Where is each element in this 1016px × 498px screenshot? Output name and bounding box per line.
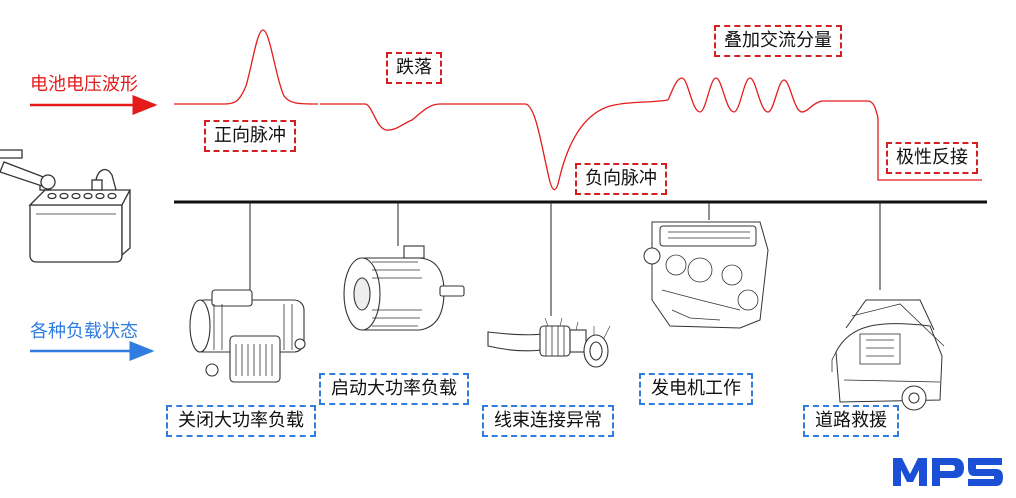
load-states-label: 各种负载状态 bbox=[30, 321, 138, 342]
high-power-start-label: 启动大功率负载 bbox=[319, 373, 469, 405]
wrench-icon bbox=[0, 149, 56, 190]
alternator-running-label: 发电机工作 bbox=[639, 373, 753, 405]
high-power-off-label: 关闭大功率负载 bbox=[166, 405, 316, 437]
mps-logo bbox=[893, 458, 1003, 486]
positive-pulse-label: 正向脉冲 bbox=[204, 120, 296, 152]
ac-ripple-label: 叠加交流分量 bbox=[714, 25, 842, 57]
timeline-connectors bbox=[249, 202, 881, 316]
reverse-polarity-label: 极性反接 bbox=[886, 142, 978, 174]
negative-pulse-label: 负向脉冲 bbox=[575, 163, 667, 195]
voltage-waveform bbox=[174, 29, 982, 191]
electric-motor-icon bbox=[343, 245, 465, 331]
battery-icon bbox=[28, 168, 132, 263]
harness-fault-label: 线束连接异常 bbox=[482, 405, 614, 437]
battery-voltage-waveform-label: 电池电压波形 bbox=[30, 74, 138, 95]
dip-label: 跌落 bbox=[386, 52, 442, 84]
pump-motor-icon bbox=[189, 289, 306, 383]
roadside-assist-label: 道路救援 bbox=[803, 405, 899, 437]
car-jump-start-icon bbox=[831, 299, 945, 411]
wire-harness-connector-icon bbox=[487, 317, 611, 368]
engine-alternator-icon bbox=[643, 221, 769, 329]
